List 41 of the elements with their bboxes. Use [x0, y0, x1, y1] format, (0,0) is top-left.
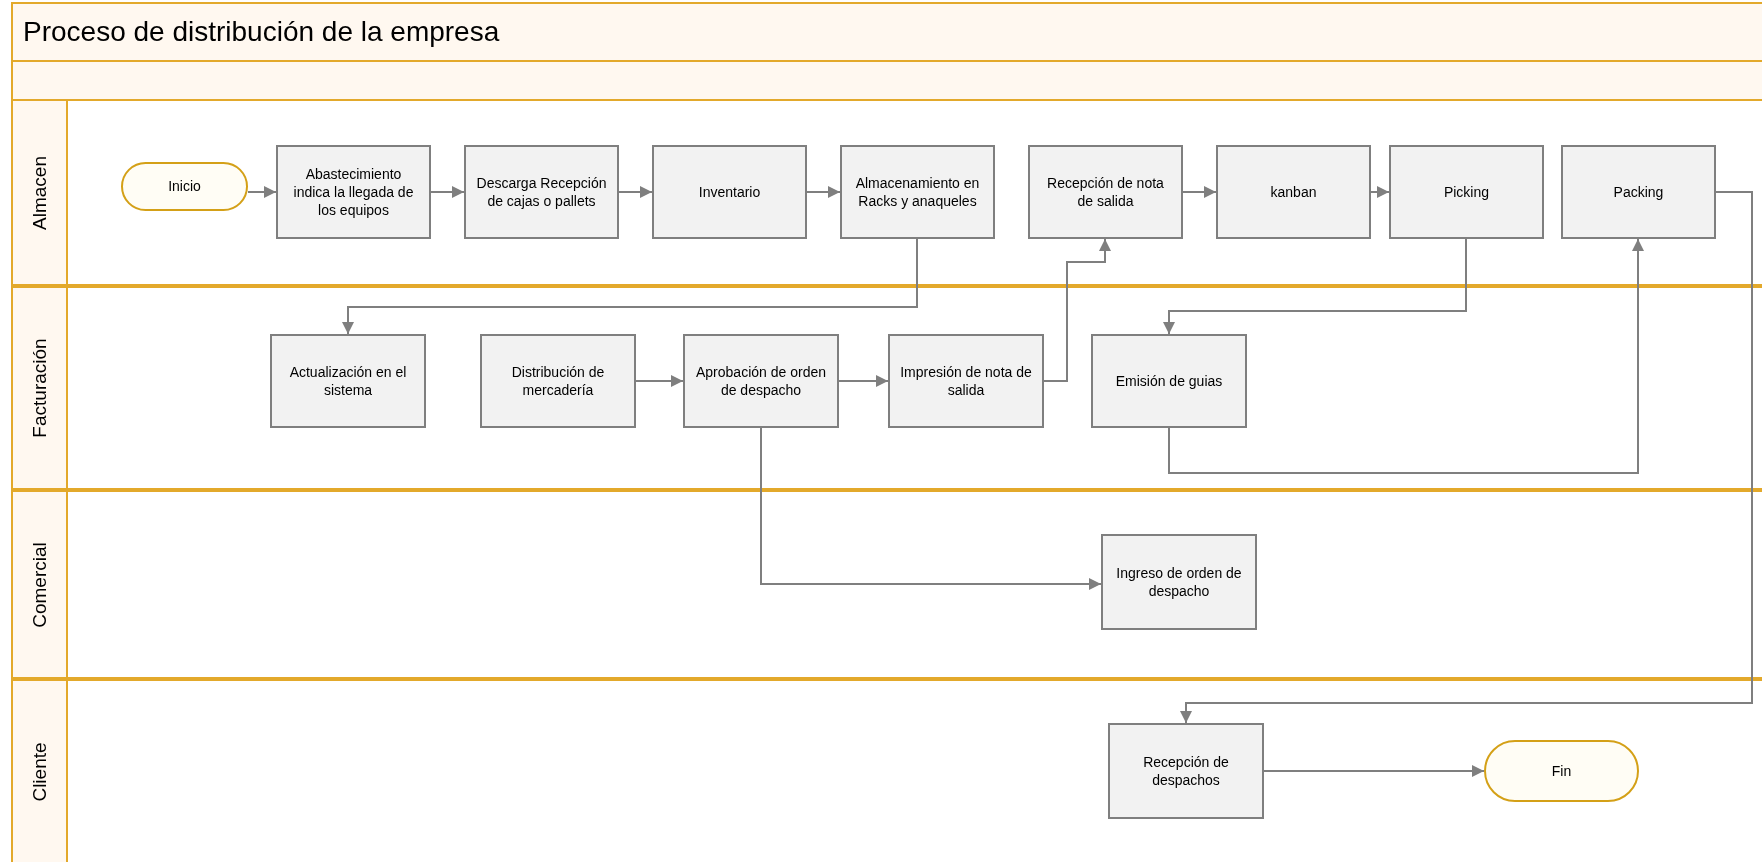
arrow: [1180, 191, 1753, 724]
arrow: [806, 186, 841, 198]
terminator: Inicio: [121, 162, 248, 211]
arrow: [430, 186, 465, 198]
arrow: [342, 238, 918, 335]
arrow: [635, 375, 684, 387]
swimlane: [11, 99, 1762, 286]
lane-label: Almacen: [29, 155, 51, 230]
lane-label: Facturación: [29, 338, 51, 438]
arrow: [1163, 238, 1467, 335]
arrow: [1168, 238, 1644, 474]
process-box: Almacenamiento en Racks y anaqueles: [840, 145, 995, 239]
arrow: [1182, 186, 1217, 198]
process-box: Recepción de nota de salida: [1028, 145, 1183, 239]
arrow: [1370, 186, 1390, 198]
process-box: Distribución de mercadería: [480, 334, 636, 428]
process-box: Ingreso de orden de despacho: [1101, 534, 1257, 630]
swimlane: [11, 679, 1762, 862]
process-box: kanban: [1216, 145, 1371, 239]
process-box: Descarga Recepción de cajas o pallets: [464, 145, 619, 239]
arrow: [247, 186, 277, 198]
lane-label: Cliente: [29, 741, 51, 802]
diagram-title: Proceso de distribución de la empresa: [11, 2, 1762, 62]
process-box: Inventario: [652, 145, 807, 239]
process-box: Aprobación de orden de despacho: [683, 334, 839, 428]
process-box: Impresión de nota de salida: [888, 334, 1044, 428]
process-box: Emisión de guias: [1091, 334, 1247, 428]
lane-label: Comercial: [29, 541, 51, 628]
arrow: [1263, 765, 1485, 777]
arrow: [618, 186, 653, 198]
swimlane: [11, 490, 1762, 679]
arrow: [760, 427, 1102, 590]
arrow: [838, 375, 889, 387]
arrow: [1043, 238, 1111, 382]
process-box: Recepción de despachos: [1108, 723, 1264, 819]
process-box: Abastecimiento indica la llegada de los equipos: [276, 145, 431, 239]
swimlane: [11, 286, 1762, 490]
process-box: Packing: [1561, 145, 1716, 239]
process-box: Picking: [1389, 145, 1544, 239]
process-box: Actualización en el sistema: [270, 334, 426, 428]
terminator: Fin: [1484, 740, 1639, 802]
